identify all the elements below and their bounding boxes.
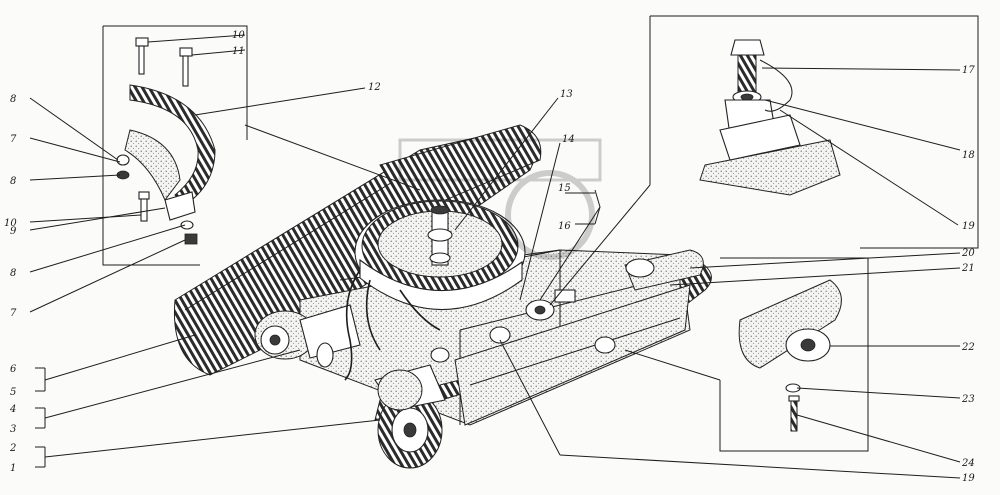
callout-8-top: 8 — [10, 94, 16, 105]
inset-frame-bottom-right — [719, 257, 869, 452]
callout-12: 12 — [368, 82, 381, 93]
callout-1: 1 — [10, 463, 16, 474]
callout-7-lower: 7 — [10, 308, 17, 319]
callout-10-left: 10 — [4, 218, 17, 229]
inset-top-right-parts — [699, 39, 841, 196]
callout-19-bottom: 19 — [962, 473, 975, 484]
drive-motor-left — [254, 304, 361, 368]
callout-21: 21 — [961, 263, 975, 274]
callout-18: 18 — [962, 150, 975, 161]
callout-20: 20 — [961, 248, 975, 259]
inset-bottom-right-parts — [738, 279, 842, 432]
frame-brackets — [430, 289, 616, 363]
rotary-joint — [427, 205, 453, 266]
callout-13: 13 — [560, 89, 573, 100]
callout-15: 15 — [558, 183, 571, 194]
callout-24: 24 — [961, 458, 975, 469]
callout-16: 16 — [558, 221, 571, 232]
callout-22: 22 — [961, 342, 975, 353]
inset-left-parts — [116, 37, 216, 245]
callout-3: 3 — [10, 424, 16, 435]
callout-4: 4 — [9, 404, 16, 415]
watermark-logo — [398, 138, 602, 260]
callout-17: 17 — [962, 65, 975, 76]
callout-14: 14 — [562, 134, 575, 145]
callout-11: 11 — [232, 46, 245, 57]
hydraulic-hoses — [344, 269, 441, 381]
rear-track-far — [379, 124, 542, 216]
track-frame-right — [374, 261, 712, 426]
callout-9: 9 — [10, 226, 17, 237]
callout-8-lower: 8 — [10, 268, 16, 279]
callout-23: 23 — [961, 394, 975, 405]
leader-lines — [29, 34, 961, 479]
callout-8-mid: 8 — [10, 176, 16, 187]
inset-frame-top-right — [649, 15, 979, 249]
callout-5: 5 — [10, 387, 16, 398]
callout-labels: 1 2 3 4 5 6 7 7 8 8 8 9 10 10 11 12 13 1… — [4, 30, 975, 484]
callout-19-right: 19 — [962, 221, 975, 232]
tension-spring — [624, 249, 704, 291]
callout-6: 6 — [10, 364, 17, 375]
callout-10-top: 10 — [232, 30, 245, 41]
callout-7-upper: 7 — [10, 134, 17, 145]
inset-frame-left — [102, 25, 248, 266]
callout-2: 2 — [9, 443, 16, 454]
drive-sprocket — [377, 391, 443, 469]
final-drive-housing — [374, 364, 446, 411]
